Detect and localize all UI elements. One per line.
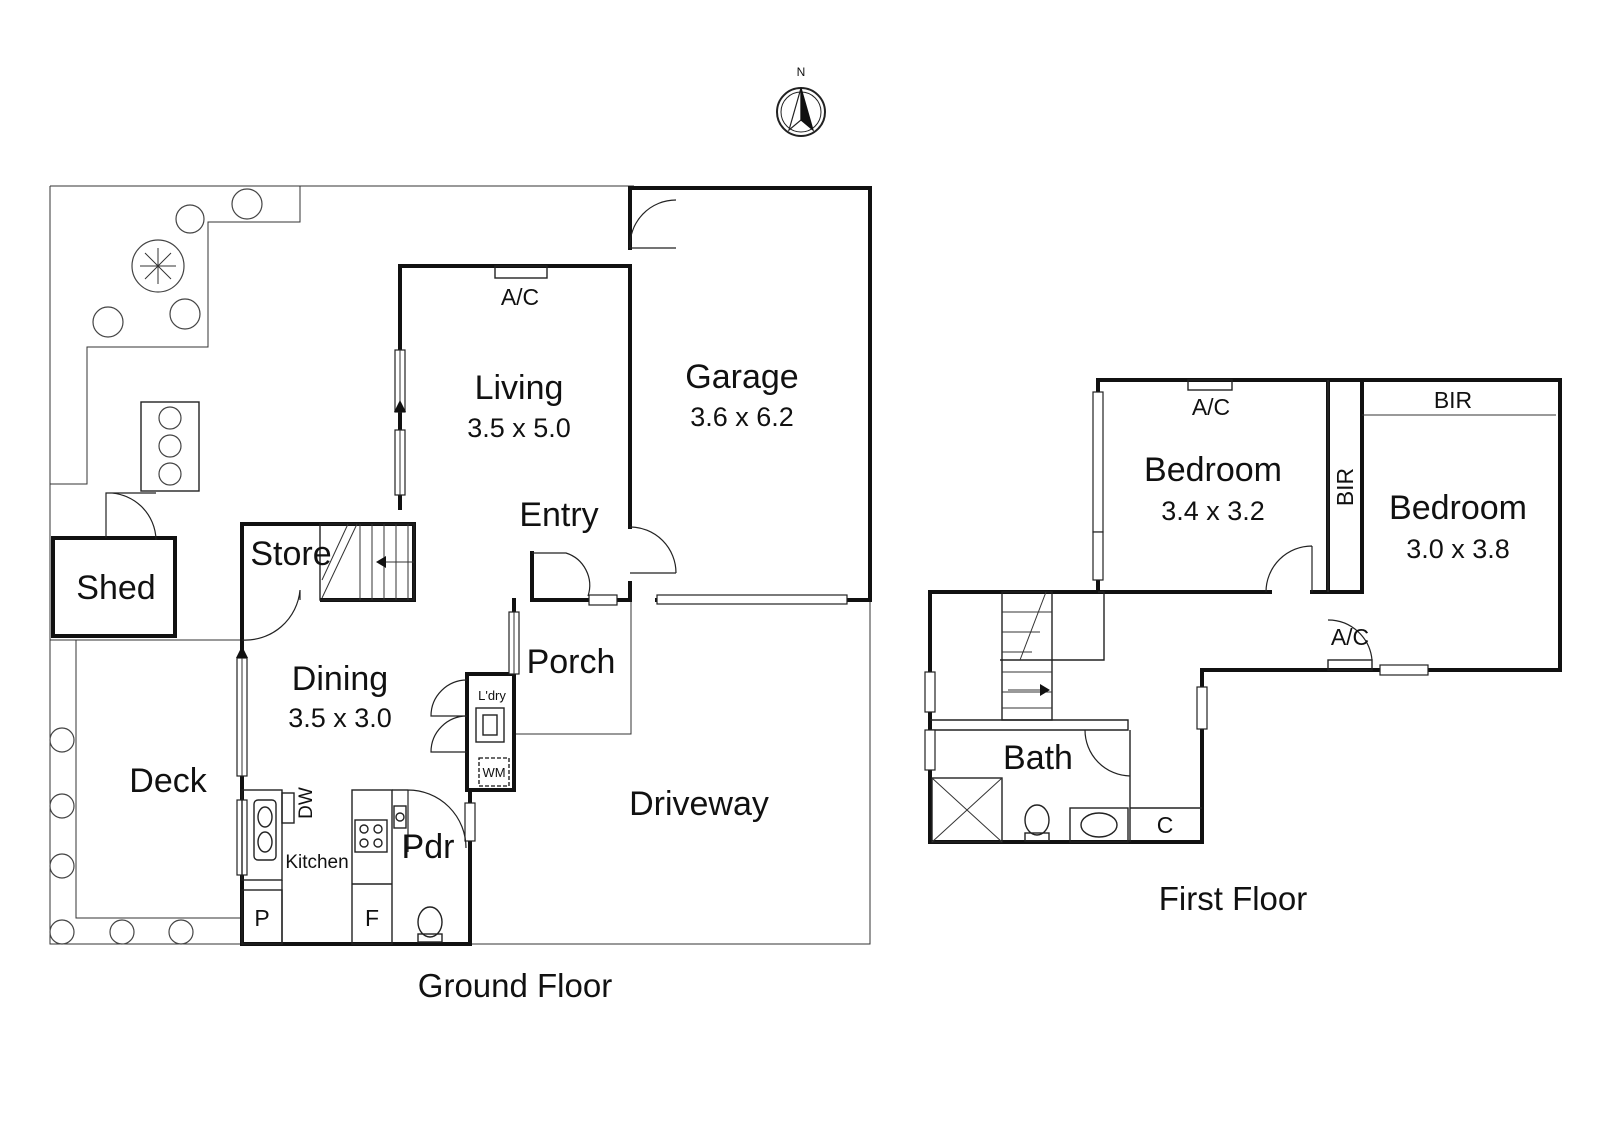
compass: N	[776, 65, 826, 137]
first-floor-doors	[1084, 545, 1373, 777]
ac-unit-icon	[494, 265, 548, 279]
plant-icon	[158, 406, 182, 430]
garage-door	[656, 594, 848, 605]
cupboard-label: C	[1157, 812, 1174, 838]
bedroom1-dims: 3.4 x 3.2	[1161, 496, 1265, 526]
ground-doors	[241, 199, 677, 852]
laundry-label: L'dry	[478, 688, 506, 703]
garage-dims: 3.6 x 6.2	[690, 402, 794, 432]
first-floor-staircase	[1001, 591, 1053, 721]
planter-box	[140, 401, 200, 492]
washing-machine-label: WM	[482, 765, 505, 780]
dining-label: Dining	[292, 660, 388, 698]
toilet-icon	[1024, 804, 1050, 842]
stair-arrow-icon	[1040, 684, 1050, 696]
plant-icon	[49, 727, 75, 753]
garden-plants	[49, 188, 263, 945]
shower-icon	[931, 777, 1003, 843]
fridge-label: F	[365, 905, 379, 931]
bedroom2-label: Bedroom	[1389, 489, 1527, 527]
bir1-label: BIR	[1434, 387, 1472, 413]
plant-icon	[158, 434, 182, 458]
plant-icon	[169, 298, 201, 330]
driveway-label: Driveway	[629, 785, 769, 823]
washing-machine-icon	[478, 757, 510, 787]
bath-walls	[930, 719, 1129, 731]
shed-walls	[51, 536, 177, 638]
ac-label: A/C	[501, 284, 539, 310]
plant-icon	[109, 919, 135, 945]
laundry-walls	[465, 672, 516, 792]
kitchen-fixtures	[241, 789, 408, 945]
garden-bed	[50, 186, 301, 485]
ac-unit-icon	[1187, 379, 1233, 391]
pantry-label: P	[254, 905, 269, 931]
plant-icon	[92, 306, 124, 338]
ground-floor-caption: Ground Floor	[418, 967, 612, 1004]
sink-icon	[253, 799, 277, 861]
compass-label: N	[797, 65, 806, 79]
ac-unit-icon	[1327, 659, 1373, 671]
ac2-label: A/C	[1331, 624, 1369, 650]
shed-label: Shed	[76, 569, 155, 607]
shed-door	[105, 492, 157, 541]
deck-outline	[75, 640, 242, 919]
cooktop-icon	[354, 819, 388, 853]
bedroom1-label: Bedroom	[1144, 451, 1282, 489]
dishwasher-label: DW	[296, 787, 317, 819]
ac1-label: A/C	[1192, 394, 1230, 420]
entry-label: Entry	[519, 496, 598, 534]
garage-label: Garage	[685, 358, 798, 396]
deck-label: Deck	[129, 762, 207, 800]
arrow-icon	[236, 646, 248, 658]
laundry-tub-icon	[475, 707, 505, 743]
laundry-tub-inner	[482, 714, 498, 736]
vanity-icon	[1069, 807, 1129, 843]
store-label: Store	[250, 535, 331, 573]
plant-icon	[49, 919, 75, 945]
plant-icon	[49, 793, 75, 819]
plant-icon	[175, 204, 205, 234]
house-walls	[240, 186, 872, 946]
ground-floor: Living 3.5 x 5.0 Garage 3.6 x 6.2 Entry …	[49, 185, 872, 1004]
porch-label: Porch	[527, 643, 616, 681]
kitchen-label: Kitchen	[285, 852, 348, 873]
powder-label: Pdr	[402, 828, 455, 866]
arrow-icon	[394, 400, 406, 412]
plant-icon	[231, 188, 263, 220]
plant-icon	[49, 853, 75, 879]
stair-arrow-icon	[376, 556, 386, 568]
ground-windows	[236, 349, 618, 876]
living-label: Living	[475, 369, 564, 407]
porch-outline	[514, 600, 632, 735]
plant-icon	[158, 462, 182, 486]
dining-dims: 3.5 x 3.0	[288, 703, 392, 733]
toilet-icon	[417, 906, 443, 943]
bedroom2-dims: 3.0 x 3.8	[1406, 534, 1510, 564]
bir-wall	[1326, 378, 1364, 594]
first-floor-caption: First Floor	[1159, 880, 1308, 917]
first-floor-windows	[924, 379, 1429, 771]
first-floor: Bedroom 3.4 x 3.2 Bedroom 3.0 x 3.8 Bath…	[924, 378, 1562, 917]
bir2-label: BIR	[1332, 468, 1358, 506]
living-dims: 3.5 x 5.0	[467, 413, 571, 443]
plant-icon	[168, 919, 194, 945]
staircase	[319, 523, 415, 601]
bath-label: Bath	[1003, 739, 1073, 777]
